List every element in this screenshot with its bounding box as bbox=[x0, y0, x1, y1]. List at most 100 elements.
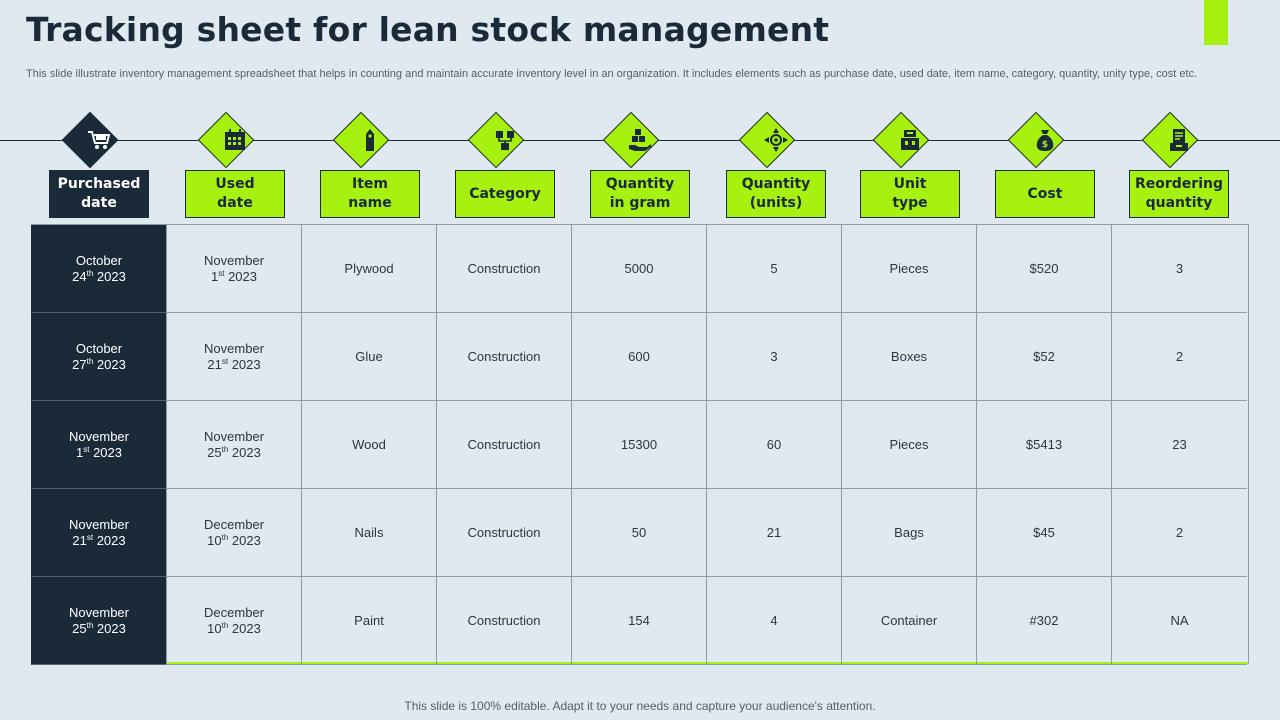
item-name-cell: Wood bbox=[301, 401, 436, 489]
cost-cell: $45 bbox=[976, 489, 1111, 577]
reordering-quantity-cell: 3 bbox=[1111, 225, 1247, 313]
unit-type-cell: Boxes bbox=[841, 313, 976, 401]
quantity-units-cell: 60 bbox=[706, 401, 841, 489]
cell-value: 15300 bbox=[620, 436, 658, 452]
date-month: November bbox=[204, 252, 264, 268]
date-year: 2023 bbox=[96, 268, 126, 284]
cell-value: $520 bbox=[1029, 260, 1059, 276]
date-year: 2023 bbox=[93, 444, 122, 460]
unit-type-cell: Bags bbox=[841, 489, 976, 577]
date-month: October bbox=[75, 252, 123, 268]
quantity-units-cell: 5 bbox=[706, 225, 841, 313]
item-name-cell: Nails bbox=[301, 489, 436, 577]
boxes-hand-icon bbox=[626, 124, 654, 156]
item-name-cell: Plywood bbox=[301, 225, 436, 313]
column-header: Category bbox=[455, 111, 555, 218]
unit-type-cell: Pieces bbox=[841, 401, 976, 489]
date-day: 21 bbox=[207, 356, 222, 372]
cell-value: 23 bbox=[1172, 436, 1187, 452]
cell-value: $5413 bbox=[1025, 436, 1063, 452]
date-month: December bbox=[204, 604, 264, 620]
date-year: 2023 bbox=[231, 532, 261, 548]
quantity-gram-cell: 50 bbox=[571, 489, 706, 577]
date-suffix: st bbox=[83, 444, 90, 454]
quantity-units-cell: 4 bbox=[706, 577, 841, 665]
category-cell: Construction bbox=[436, 225, 571, 313]
cell-value: 3 bbox=[770, 348, 778, 364]
date-year: 2023 bbox=[96, 356, 126, 372]
cell-value: Boxes bbox=[890, 348, 928, 364]
date-day: 27 bbox=[72, 356, 87, 372]
quantity-gram-cell: 600 bbox=[571, 313, 706, 401]
date-day: 24 bbox=[72, 268, 87, 284]
date-suffix: th bbox=[86, 356, 94, 366]
date-year: 2023 bbox=[228, 268, 257, 284]
date-suffix: th bbox=[221, 620, 229, 630]
date-day: 10 bbox=[207, 620, 222, 636]
cell-value: 154 bbox=[628, 612, 650, 628]
cell-value: Wood bbox=[352, 436, 386, 452]
cell-value: 21 bbox=[766, 524, 782, 540]
category-cell: Construction bbox=[436, 401, 571, 489]
column-header-line1: Unit bbox=[893, 176, 927, 192]
column-header-line2: in gram bbox=[609, 195, 671, 211]
cost-cell: $52 bbox=[976, 313, 1111, 401]
tag-icon bbox=[356, 124, 384, 156]
date-suffix: st bbox=[86, 532, 94, 542]
date-suffix: th bbox=[221, 444, 229, 454]
cell-value: 2 bbox=[1175, 348, 1184, 364]
date-suffix: st bbox=[221, 356, 229, 366]
category-cell: Construction bbox=[436, 577, 571, 665]
quantity-units-cell: 3 bbox=[706, 313, 841, 401]
cell-value: Pieces bbox=[889, 436, 929, 452]
date-year: 2023 bbox=[231, 356, 261, 372]
column-header-line2: name bbox=[348, 195, 392, 211]
reordering-quantity-cell: 2 bbox=[1111, 313, 1247, 401]
column-header: Purchased date bbox=[49, 111, 149, 218]
column-header-line2: date bbox=[81, 195, 117, 211]
date-month: October bbox=[75, 340, 123, 356]
page-title: Tracking sheet for lean stock management bbox=[26, 10, 830, 49]
date-month: November bbox=[204, 428, 264, 444]
factory-icon bbox=[896, 124, 924, 156]
column-header-box: Item name bbox=[320, 170, 420, 218]
page-description: This slide illustrate inventory manageme… bbox=[26, 68, 1198, 80]
date-day: 21 bbox=[72, 532, 87, 548]
reordering-quantity-cell: 2 bbox=[1111, 489, 1247, 577]
column-header-box: Cost bbox=[995, 170, 1095, 218]
quantity-gram-cell: 154 bbox=[571, 577, 706, 665]
cell-value: 50 bbox=[631, 524, 647, 540]
cell-value: 5 bbox=[770, 260, 778, 276]
cell-value: Glue bbox=[355, 348, 383, 364]
cell-value: $45 bbox=[1033, 524, 1055, 540]
cell-value: Container bbox=[880, 612, 938, 628]
cell-value: 60 bbox=[766, 436, 782, 452]
arrows-compass-icon bbox=[762, 124, 790, 156]
cell-value: $52 bbox=[1033, 348, 1055, 364]
column-header-line1: Purchased bbox=[57, 176, 141, 192]
date-year: 2023 bbox=[96, 620, 126, 636]
column-header-line1: Item bbox=[352, 176, 388, 192]
cell-value: 2 bbox=[1175, 524, 1184, 540]
cart-icon bbox=[85, 124, 113, 156]
network-icon bbox=[491, 124, 519, 156]
column-header-line2: date bbox=[217, 195, 253, 211]
cell-value: 4 bbox=[770, 612, 778, 628]
column-header-line1: Reordering bbox=[1134, 176, 1223, 192]
footer-note: This slide is 100% editable. Adapt it to… bbox=[404, 699, 876, 713]
date-month: December bbox=[204, 516, 264, 532]
